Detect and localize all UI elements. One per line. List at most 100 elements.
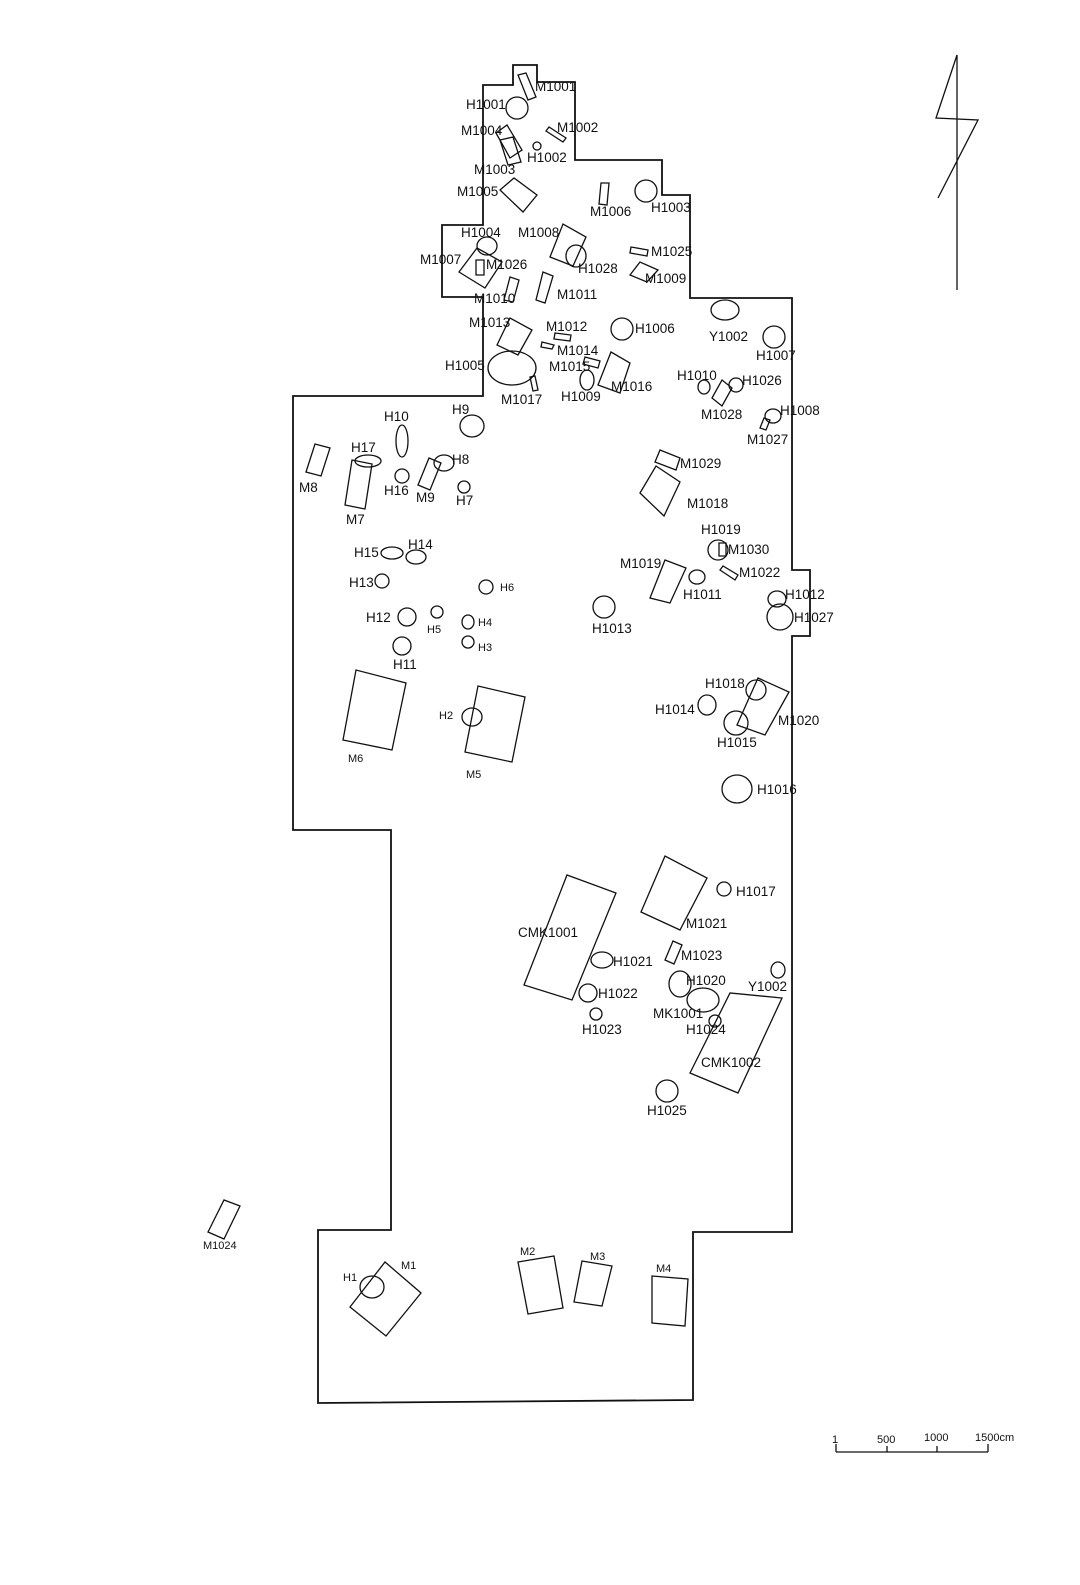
feature-label: H1015	[717, 735, 757, 750]
feature-label: M1030	[728, 542, 769, 557]
pit-outline	[374, 573, 390, 589]
feature-label: H1016	[757, 782, 797, 797]
pit-outline	[592, 595, 616, 619]
tomb-outline	[545, 126, 567, 143]
pit-outline	[461, 707, 483, 727]
pit-outline	[634, 179, 658, 203]
feature-label: H1021	[613, 954, 653, 969]
tomb-outline	[651, 1275, 689, 1327]
feature-label: M6	[348, 753, 363, 765]
tomb-outline	[503, 276, 520, 303]
pit-outline	[476, 236, 498, 256]
tomb-outline	[342, 669, 407, 751]
feature-label: H4	[478, 617, 492, 629]
feature-label: H1004	[461, 225, 501, 240]
pit-outline	[461, 614, 475, 630]
pit-outline	[487, 350, 537, 386]
pit-outline	[457, 480, 471, 494]
pit-outline	[461, 635, 475, 649]
feature-label: Y1002	[709, 329, 748, 344]
pit-outline	[610, 317, 634, 341]
feature-label: H1008	[780, 403, 820, 418]
pit-outline	[766, 603, 794, 631]
tomb-outline	[718, 542, 727, 557]
pit-outline	[721, 774, 753, 804]
feature-label: M1014	[557, 343, 599, 358]
feature-label: M1022	[739, 565, 780, 580]
tomb-outline	[628, 261, 660, 283]
feature-label: H9	[452, 402, 469, 417]
feature-label: M1025	[651, 244, 692, 259]
feature-label: M1009	[645, 271, 686, 286]
feature-label: M7	[346, 512, 365, 527]
tomb-outline	[597, 351, 631, 394]
pit-outline	[359, 1275, 385, 1299]
feature-label: H7	[456, 493, 473, 508]
pit-outline	[697, 379, 711, 395]
feature-label: M1023	[681, 948, 722, 963]
pit-outline	[697, 694, 717, 716]
feature-label: M1016	[611, 379, 652, 394]
tomb-outline	[540, 341, 555, 350]
feature-label: H1003	[651, 200, 691, 215]
tomb-outline	[496, 317, 533, 356]
pit-outline	[505, 96, 529, 120]
pit-outline	[532, 141, 542, 151]
pit-outline	[764, 408, 782, 424]
feature-label: M1024	[203, 1240, 237, 1252]
feature-label: H1027	[794, 610, 834, 625]
pit-outline	[405, 549, 427, 565]
tomb-outline	[517, 72, 537, 101]
feature-label: M1020	[778, 713, 819, 728]
tomb-outline	[495, 124, 523, 159]
feature-label: H1	[343, 1272, 357, 1284]
pit-outline	[565, 244, 587, 268]
tomb-outline	[305, 443, 331, 477]
feature-label: H12	[366, 610, 391, 625]
tomb-outline	[719, 565, 739, 581]
feature-label: H6	[500, 582, 514, 594]
tomb-outline	[654, 449, 681, 471]
feature-label: H10	[384, 409, 409, 424]
tomb-outline	[553, 332, 572, 342]
pit-outline	[394, 468, 410, 484]
feature-label: M3	[590, 1251, 605, 1263]
feature-label: M1018	[687, 496, 728, 511]
pit-outline	[380, 546, 404, 560]
feature-label: H1005	[445, 358, 485, 373]
feature-label: H1024	[686, 1022, 726, 1037]
feature-label: H1026	[742, 373, 782, 388]
pit-outline	[716, 881, 732, 897]
feature-label: H1018	[705, 676, 745, 691]
pit-outline	[397, 607, 417, 627]
tomb-outline	[535, 271, 554, 304]
scale-tick-label: 1500cm	[975, 1432, 1014, 1444]
feature-label: M1002	[557, 120, 598, 135]
feature-label: MK1001	[653, 1006, 703, 1021]
feature-label: H1011	[683, 587, 722, 602]
feature-label: M1003	[474, 162, 515, 177]
feature-label: CMK1001	[518, 925, 578, 940]
feature-label: H1002	[527, 150, 567, 165]
tomb-outline	[499, 136, 522, 166]
feature-label: H1020	[686, 973, 726, 988]
pit-outline	[767, 590, 787, 608]
pit-outline	[762, 325, 786, 349]
feature-label: M1012	[546, 319, 587, 334]
tomb-outline	[464, 685, 526, 763]
feature-label: M1005	[457, 184, 498, 199]
tomb-outline	[458, 247, 503, 289]
tomb-outline	[629, 246, 649, 257]
pit-outline	[430, 605, 444, 619]
features	[207, 72, 794, 1337]
pit-outline	[770, 961, 786, 979]
feature-label: M2	[520, 1246, 535, 1258]
feature-label: H1017	[736, 884, 776, 899]
tomb-outline	[689, 992, 783, 1094]
feature-label: M1004	[461, 123, 503, 138]
pit-outline	[728, 377, 744, 393]
feature-label: H14	[408, 537, 433, 552]
feature-label: M1026	[486, 257, 527, 272]
feature-label: M1027	[747, 432, 788, 447]
